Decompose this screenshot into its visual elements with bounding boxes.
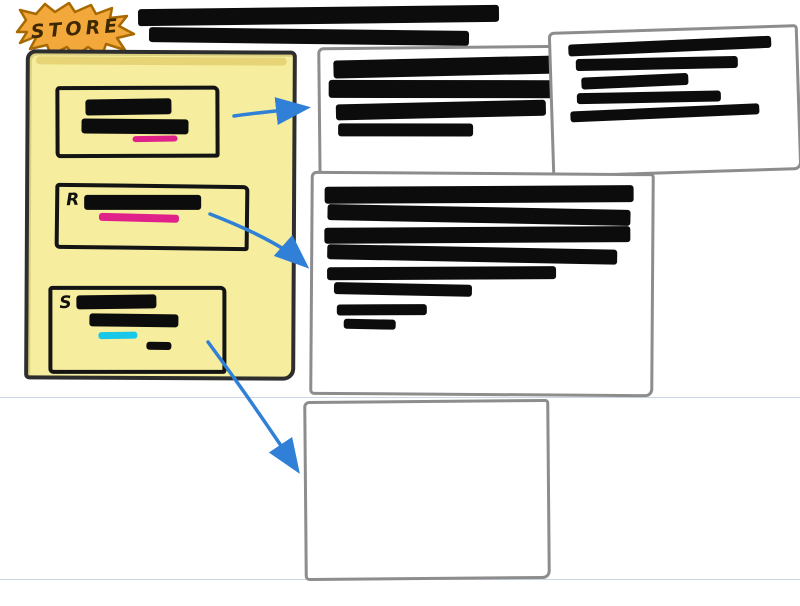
store-item-3: S [48,285,227,374]
note-panel-top-right [547,24,800,178]
scribble-line [336,304,428,316]
scribble-line [84,194,202,210]
scribble-line [570,103,760,123]
store-item-2-letter: R [65,189,80,211]
note-panel-bottom-empty [303,398,551,582]
note-panel-top-right-scribble [551,27,798,124]
scribble-line [328,79,556,99]
scribble-line [568,35,772,57]
ruled-line-top [0,397,800,398]
scribble-line [327,266,557,281]
scribble-line [343,318,395,330]
scribble-line [137,4,499,27]
scribble-line [333,282,473,297]
scribble-line [338,123,474,137]
store-badge: STORE [12,2,140,60]
note-panel-top-left-scribble [320,48,573,140]
note-panel-middle-scribble [313,174,652,333]
scribble-line [332,55,556,79]
note-panel-bottom-scribble [306,402,546,408]
store-item-1-scribble [77,94,208,143]
scribble-line [324,185,634,204]
scribble-line [132,135,178,143]
store-card: R S [24,49,297,381]
scribble-line [145,341,172,351]
scribble-line [98,331,138,340]
scribble-line [81,118,189,135]
handwritten-title-scribble [137,3,510,47]
store-item-2-scribble [84,191,238,223]
store-item-1 [55,85,220,159]
store-item-3-letter: S [58,292,73,314]
store-item-3-scribble [76,294,216,351]
scribble-line [576,90,721,105]
scribble-line [335,99,547,121]
scribble-line [85,98,172,116]
scribble-line [580,72,689,90]
scribble-line [76,294,158,310]
starburst-icon [15,2,136,59]
card-top-shading [35,56,287,66]
scribble-line [575,56,738,72]
scribble-line [149,27,470,46]
store-item-2: R [54,182,250,252]
scribble-line [99,212,180,223]
scribble-line [324,226,631,244]
note-panel-middle [309,170,655,398]
scribble-line [327,204,631,226]
scribble-line [327,244,618,265]
scribble-line [89,313,179,328]
